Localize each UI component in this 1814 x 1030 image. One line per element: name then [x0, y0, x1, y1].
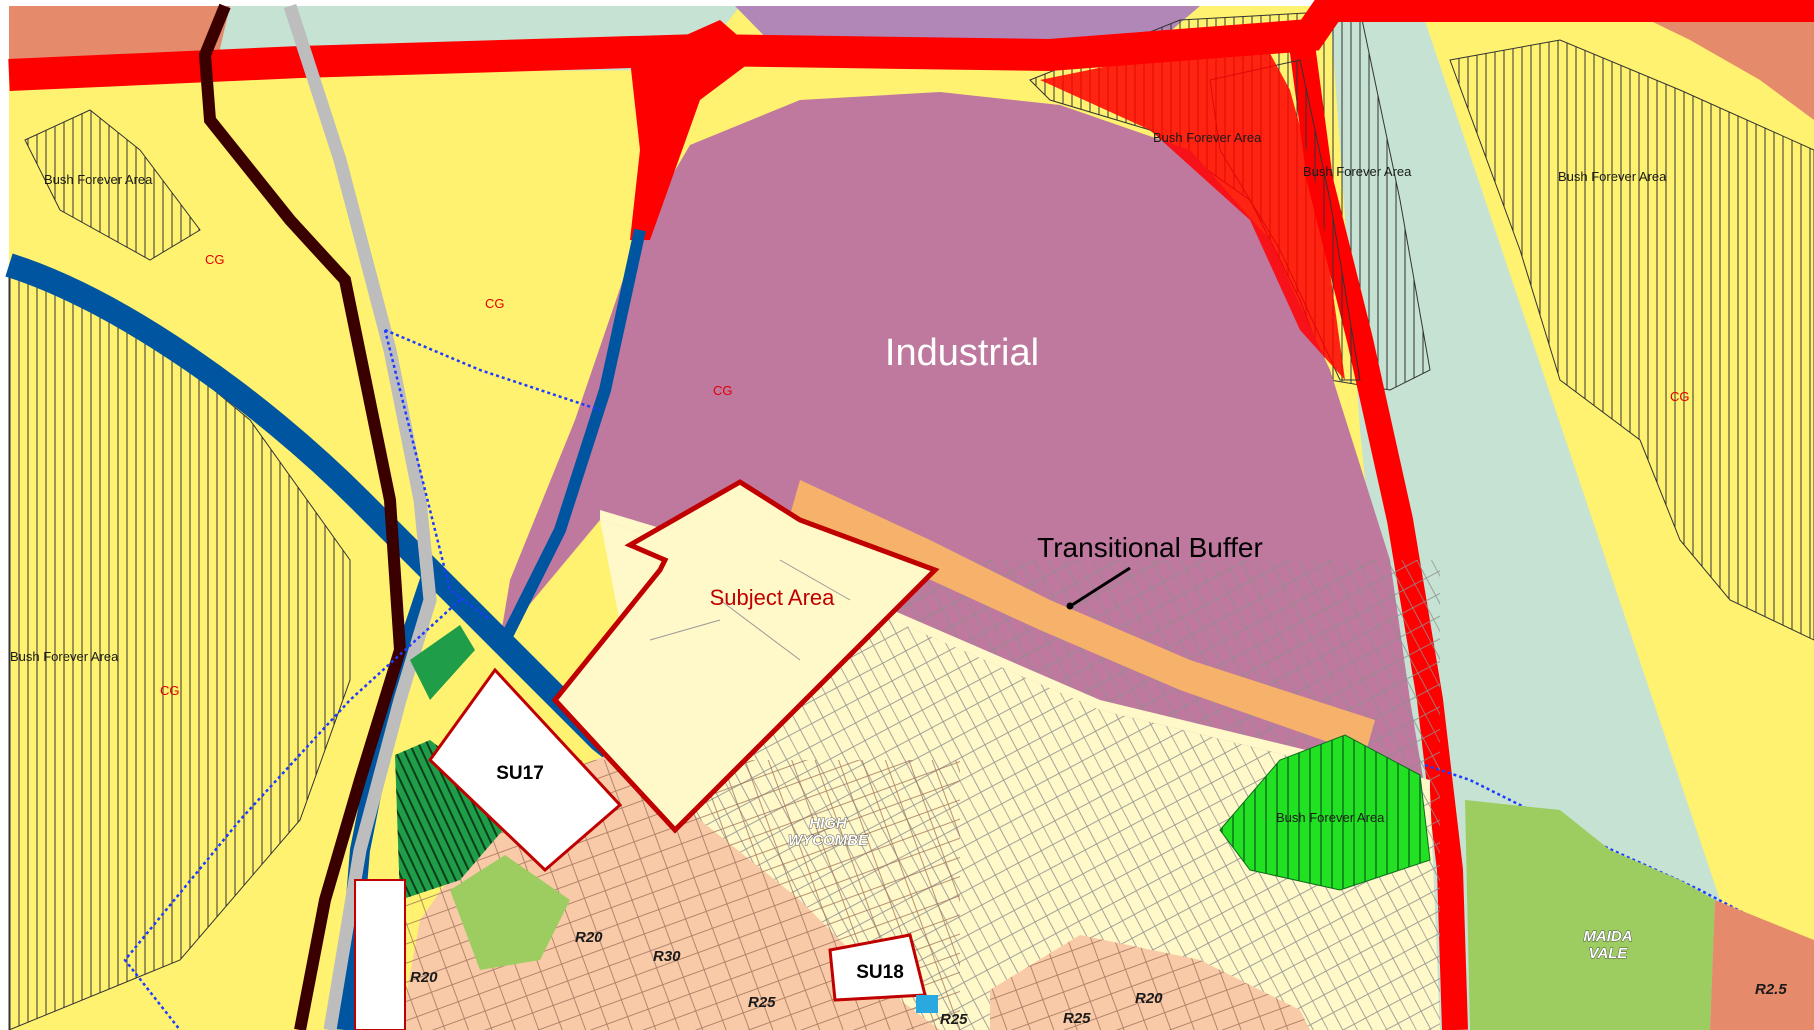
label-r25-2: R25 — [940, 1011, 968, 1028]
label-r20-3: R20 — [1135, 990, 1163, 1007]
label-r30: R30 — [653, 948, 681, 965]
label-maida: MAIDA — [1583, 928, 1632, 945]
buffer-pointer-line — [1071, 566, 1131, 607]
label-r20-1: R20 — [575, 929, 603, 946]
bush-forever-green-hatch — [1220, 735, 1430, 890]
bush-forever-northwest — [24, 109, 201, 261]
primary-road-junction — [630, 20, 760, 240]
label-r2-5: R2.5 — [1755, 981, 1787, 998]
label-bush-forever-2: Bush Forever Area — [1153, 130, 1262, 145]
su17-zone — [428, 667, 623, 873]
label-cg-4: CG — [1670, 389, 1690, 404]
label-bush-forever-4: Bush Forever Area — [1558, 169, 1667, 184]
bush-forever-red — [1040, 35, 1345, 380]
subject-area-internal-3 — [779, 559, 851, 601]
bush-forever-east — [1449, 39, 1814, 641]
buffer-pointer-dot — [1066, 602, 1074, 610]
major-road-dark — [198, 3, 407, 1030]
label-vale: VALE — [1589, 945, 1629, 962]
waterway-north — [499, 228, 646, 643]
rural-residential-top-right — [1620, 6, 1814, 120]
label-industrial: Industrial — [885, 332, 1039, 374]
label-bush-forever-3: Bush Forever Area — [1303, 164, 1412, 179]
label-r25-3: R25 — [1063, 1010, 1091, 1027]
label-subject-area: Subject Area — [710, 585, 836, 610]
label-su17: SU17 — [496, 763, 544, 784]
label-r20-2: R20 — [410, 969, 438, 986]
label-transitional-buffer: Transitional Buffer — [1037, 532, 1263, 563]
railway-line — [283, 3, 437, 1030]
waterway-west — [5, 253, 948, 1030]
label-cg-2: CG — [485, 296, 505, 311]
boundary-dashed-2 — [383, 329, 491, 621]
subject-area-internal-2 — [719, 599, 801, 661]
label-bush-forever-1: Bush Forever Area — [44, 172, 153, 187]
label-r25-1: R25 — [748, 994, 776, 1011]
label-high: HIGH — [809, 815, 848, 832]
label-bush-forever-5: Bush Forever Area — [10, 649, 119, 664]
label-cg-3: CG — [713, 383, 733, 398]
rural-residential-far-east — [1710, 900, 1814, 1030]
transitional-buffer-strip — [790, 480, 1375, 755]
label-cg-5: CG — [160, 683, 180, 698]
subject-area — [551, 479, 940, 834]
parks-green-left-small — [410, 625, 475, 700]
light-blue-square — [916, 995, 938, 1013]
parks-lightgreen-south-west — [450, 855, 570, 970]
white-strip-south-west — [354, 879, 406, 1030]
residential-cover — [990, 935, 1310, 1030]
parks-hatch-overlay — [395, 740, 520, 900]
label-bush-forever-6: Bush Forever Area — [1276, 810, 1385, 825]
boundary-dashed-1 — [384, 328, 601, 412]
primary-road-north — [8, 0, 1814, 91]
label-wycombe: WYCOMBE — [788, 832, 869, 849]
boundary-dashed-3 — [123, 599, 461, 1030]
rural-residential-east — [1465, 800, 1715, 1030]
label-cg-1: CG — [205, 252, 225, 267]
subject-area-internal-1 — [649, 619, 721, 641]
label-su18: SU18 — [856, 962, 904, 983]
